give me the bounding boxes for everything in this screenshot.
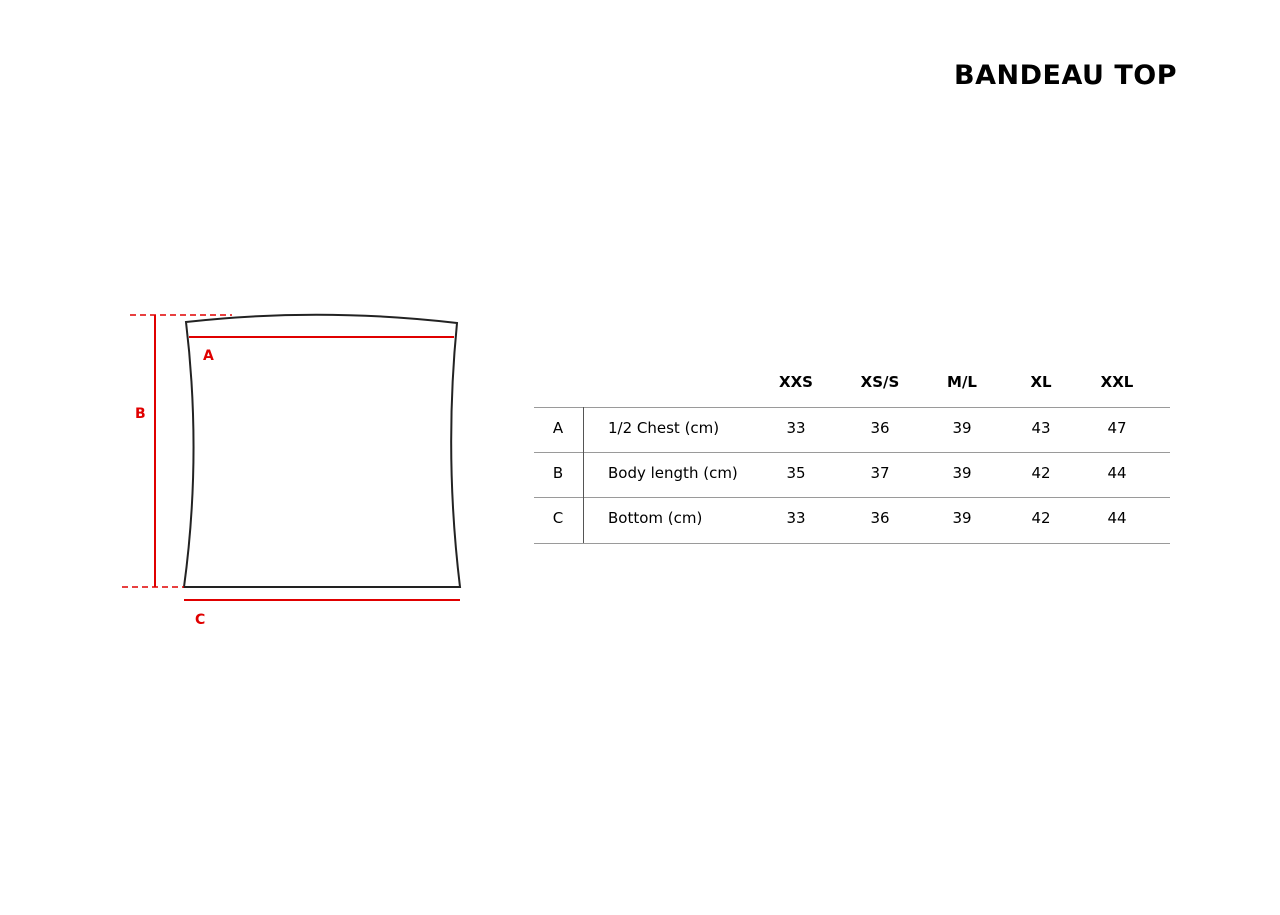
value-cell: 36 [870, 509, 890, 527]
divider [534, 543, 1170, 544]
value-cell: 39 [952, 509, 972, 527]
page-title: BANDEAU TOP [954, 60, 1177, 91]
row-label: Bottom (cm) [608, 509, 703, 527]
value-cell: 33 [786, 419, 806, 437]
column-divider [583, 407, 584, 543]
value-cell: 47 [1107, 419, 1127, 437]
label-c: C [195, 612, 206, 628]
row-key: C [552, 509, 564, 527]
size-header: XS/S [860, 373, 900, 391]
row-key: A [552, 419, 564, 437]
divider [534, 497, 1170, 498]
value-cell: 43 [1031, 419, 1051, 437]
row-label: 1/2 Chest (cm) [608, 419, 720, 437]
value-cell: 37 [870, 464, 890, 482]
value-cell: 42 [1031, 464, 1051, 482]
value-cell: 39 [952, 419, 972, 437]
value-cell: 35 [786, 464, 806, 482]
size-header: XXS [779, 373, 813, 391]
row-key: B [552, 464, 564, 482]
value-cell: 33 [786, 509, 806, 527]
garment-diagram [122, 313, 462, 601]
value-cell: 44 [1107, 509, 1127, 527]
size-header: XXL [1100, 373, 1134, 391]
divider [534, 452, 1170, 453]
value-cell: 36 [870, 419, 890, 437]
value-cell: 39 [952, 464, 972, 482]
row-label: Body length (cm) [608, 464, 738, 482]
label-a: A [203, 348, 214, 364]
garment-outline [182, 313, 462, 588]
value-cell: 44 [1107, 464, 1127, 482]
value-cell: 42 [1031, 509, 1051, 527]
size-header: XL [1030, 373, 1052, 391]
size-header: M/L [947, 373, 977, 391]
divider [534, 407, 1170, 408]
label-b: B [135, 406, 146, 422]
